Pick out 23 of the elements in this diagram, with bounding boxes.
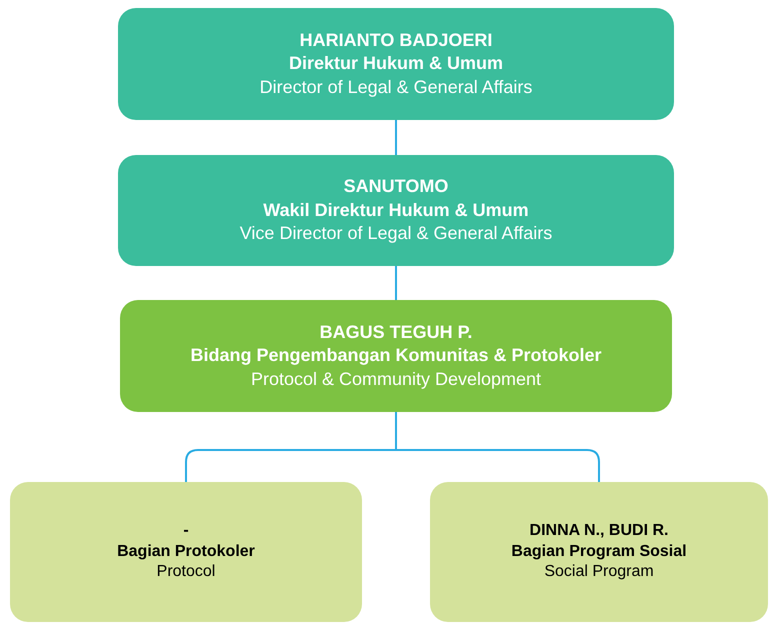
- org-box: [10, 482, 362, 622]
- position-title: Bagian Program Sosial: [511, 542, 687, 562]
- position-translation: Social Program: [544, 562, 654, 582]
- person-name: DINNA N., BUDI R.: [530, 520, 668, 541]
- connector-line: [395, 120, 397, 155]
- position-title: Bidang Pengembangan Komunitas & Protokoler: [190, 344, 602, 368]
- person-name: -: [183, 520, 189, 541]
- position-title: Wakil Direktur Hukum & Umum: [263, 198, 529, 222]
- person-name: HARIANTO BADJOERI: [300, 28, 492, 52]
- position-title: Bagian Protokoler: [117, 542, 255, 562]
- connector-line: [395, 266, 397, 300]
- org-box: [118, 8, 674, 120]
- position-translation: Protocol: [156, 562, 216, 582]
- org-box: [120, 300, 672, 412]
- position-translation: Protocol & Community Development: [250, 368, 542, 391]
- position-title: Direktur Hukum & Umum: [288, 52, 504, 76]
- person-name: BAGUS TEGUH P.: [320, 320, 472, 344]
- org-box: [118, 155, 674, 266]
- position-translation: Vice Director of Legal & General Affairs: [240, 222, 552, 246]
- position-translation: Director of Legal & General Affairs: [260, 76, 532, 99]
- person-name: SANUTOMO: [344, 175, 448, 198]
- org-box: [430, 482, 768, 622]
- connector-line: [395, 412, 600, 482]
